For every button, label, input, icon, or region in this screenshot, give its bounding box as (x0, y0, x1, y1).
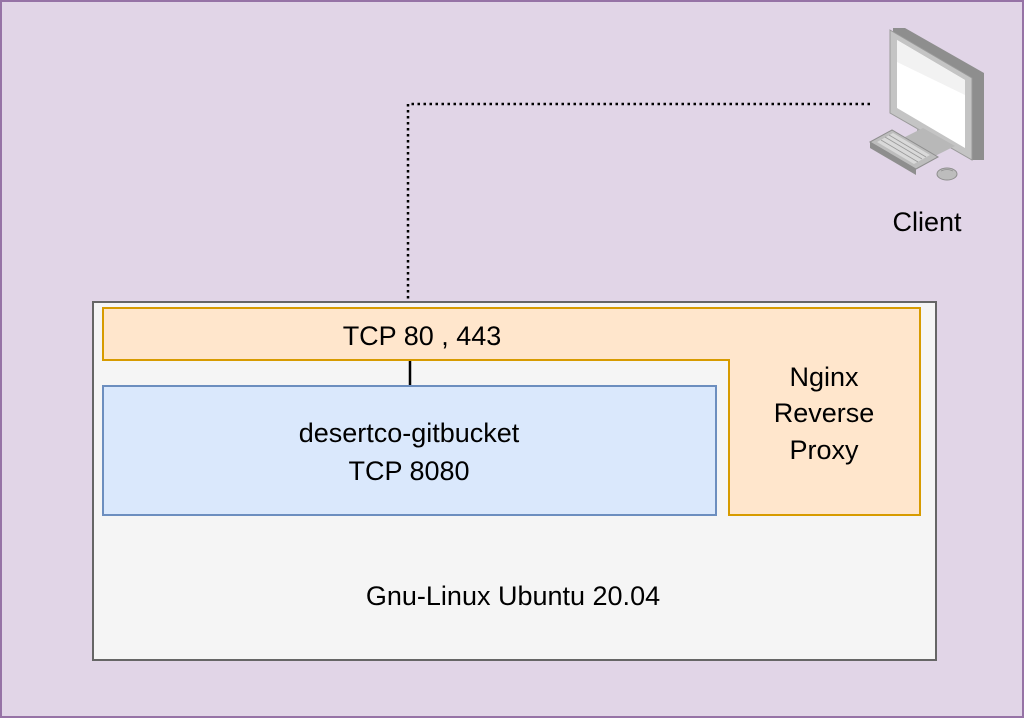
nginx-port-label: TCP 80 , 443 (343, 321, 502, 351)
nginx-name-line-1: Nginx (789, 362, 859, 392)
gitbucket-port-label: TCP 8080 (348, 456, 469, 486)
client-label: Client (892, 207, 962, 237)
client-connection-line (406, 102, 870, 301)
host-os-label: Gnu-Linux Ubuntu 20.04 (366, 581, 660, 611)
desktop-computer-icon (868, 28, 984, 181)
nginx-name-line-3: Proxy (789, 435, 859, 465)
nginx-reverse-proxy-box (102, 307, 921, 516)
gitbucket-box (102, 385, 717, 516)
nginx-name-line-2: Reverse (774, 398, 875, 428)
gitbucket-name-label: desertco-gitbucket (299, 418, 520, 448)
